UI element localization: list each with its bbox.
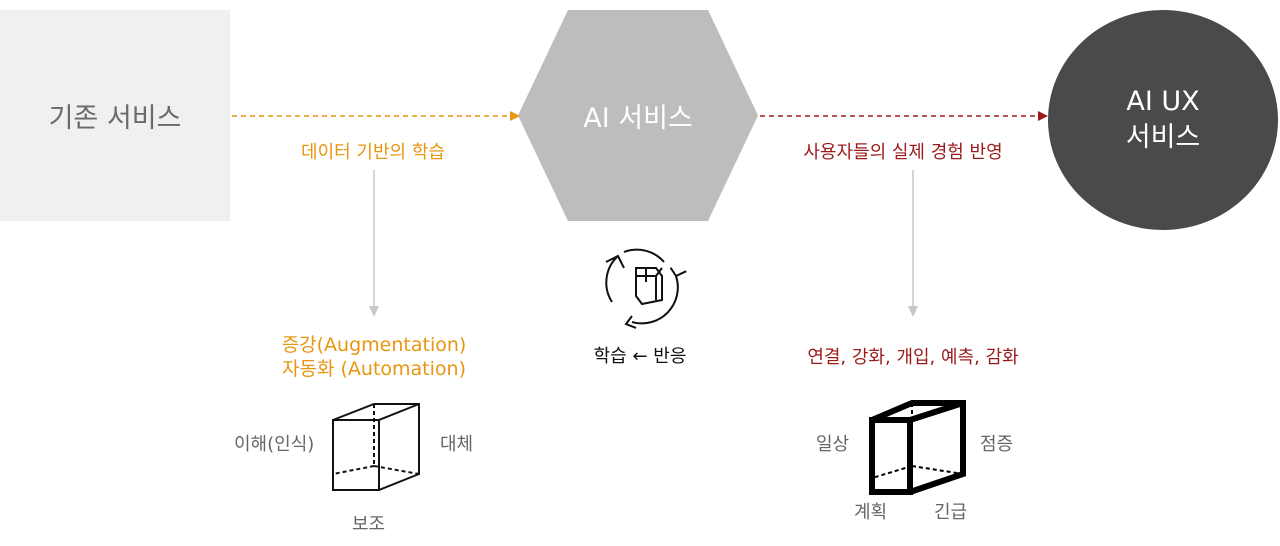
center-caption: 학습 ← 반응 [560, 342, 720, 368]
left-cube-icon [332, 403, 420, 491]
left-branch-line1: 증강(Augmentation) [281, 334, 467, 356]
left-cube-right-label: 대체 [440, 434, 474, 455]
caption-react: 반응 [653, 346, 687, 367]
right-branch-line1: 연결, 강화, 개입, 예측, 감화 [807, 347, 1019, 368]
left-cube-bottom-label: 보조 [352, 514, 386, 535]
caption-arrow: ← [632, 346, 648, 367]
right-down-arrowhead [908, 306, 918, 317]
left-down-arrowhead [369, 306, 379, 317]
right-cube-left-label: 일상 [816, 434, 850, 455]
learning-cycle-icon [605, 248, 687, 329]
edge-right-label: 사용자들의 실제 경험 반영 [803, 142, 1003, 163]
ai-ux-service-node: AI UX 서비스 [1048, 10, 1278, 230]
left-branch-line2: 자동화 (Automation) [282, 358, 466, 380]
right-cube-right-label: 점증 [980, 434, 1014, 455]
right-cube-bottom-right-label: 긴급 [934, 502, 968, 523]
ai-ux-label-line1: AI UX [1126, 86, 1200, 117]
existing-service-node: 기존 서비스 [0, 10, 230, 221]
left-cube-left-label: 이해(인식) [234, 434, 315, 455]
ai-service-hexagon [518, 10, 758, 221]
caption-learn: 학습 [593, 346, 627, 367]
edge-left-label: 데이터 기반의 학습 [301, 142, 445, 163]
right-cube-icon [869, 400, 966, 495]
right-cube-bottom-left-label: 계획 [854, 502, 888, 523]
existing-service-label: 기존 서비스 [48, 103, 182, 134]
ai-ux-label-line2: 서비스 [1125, 122, 1201, 153]
ai-service-label: AI 서비스 [583, 103, 693, 134]
